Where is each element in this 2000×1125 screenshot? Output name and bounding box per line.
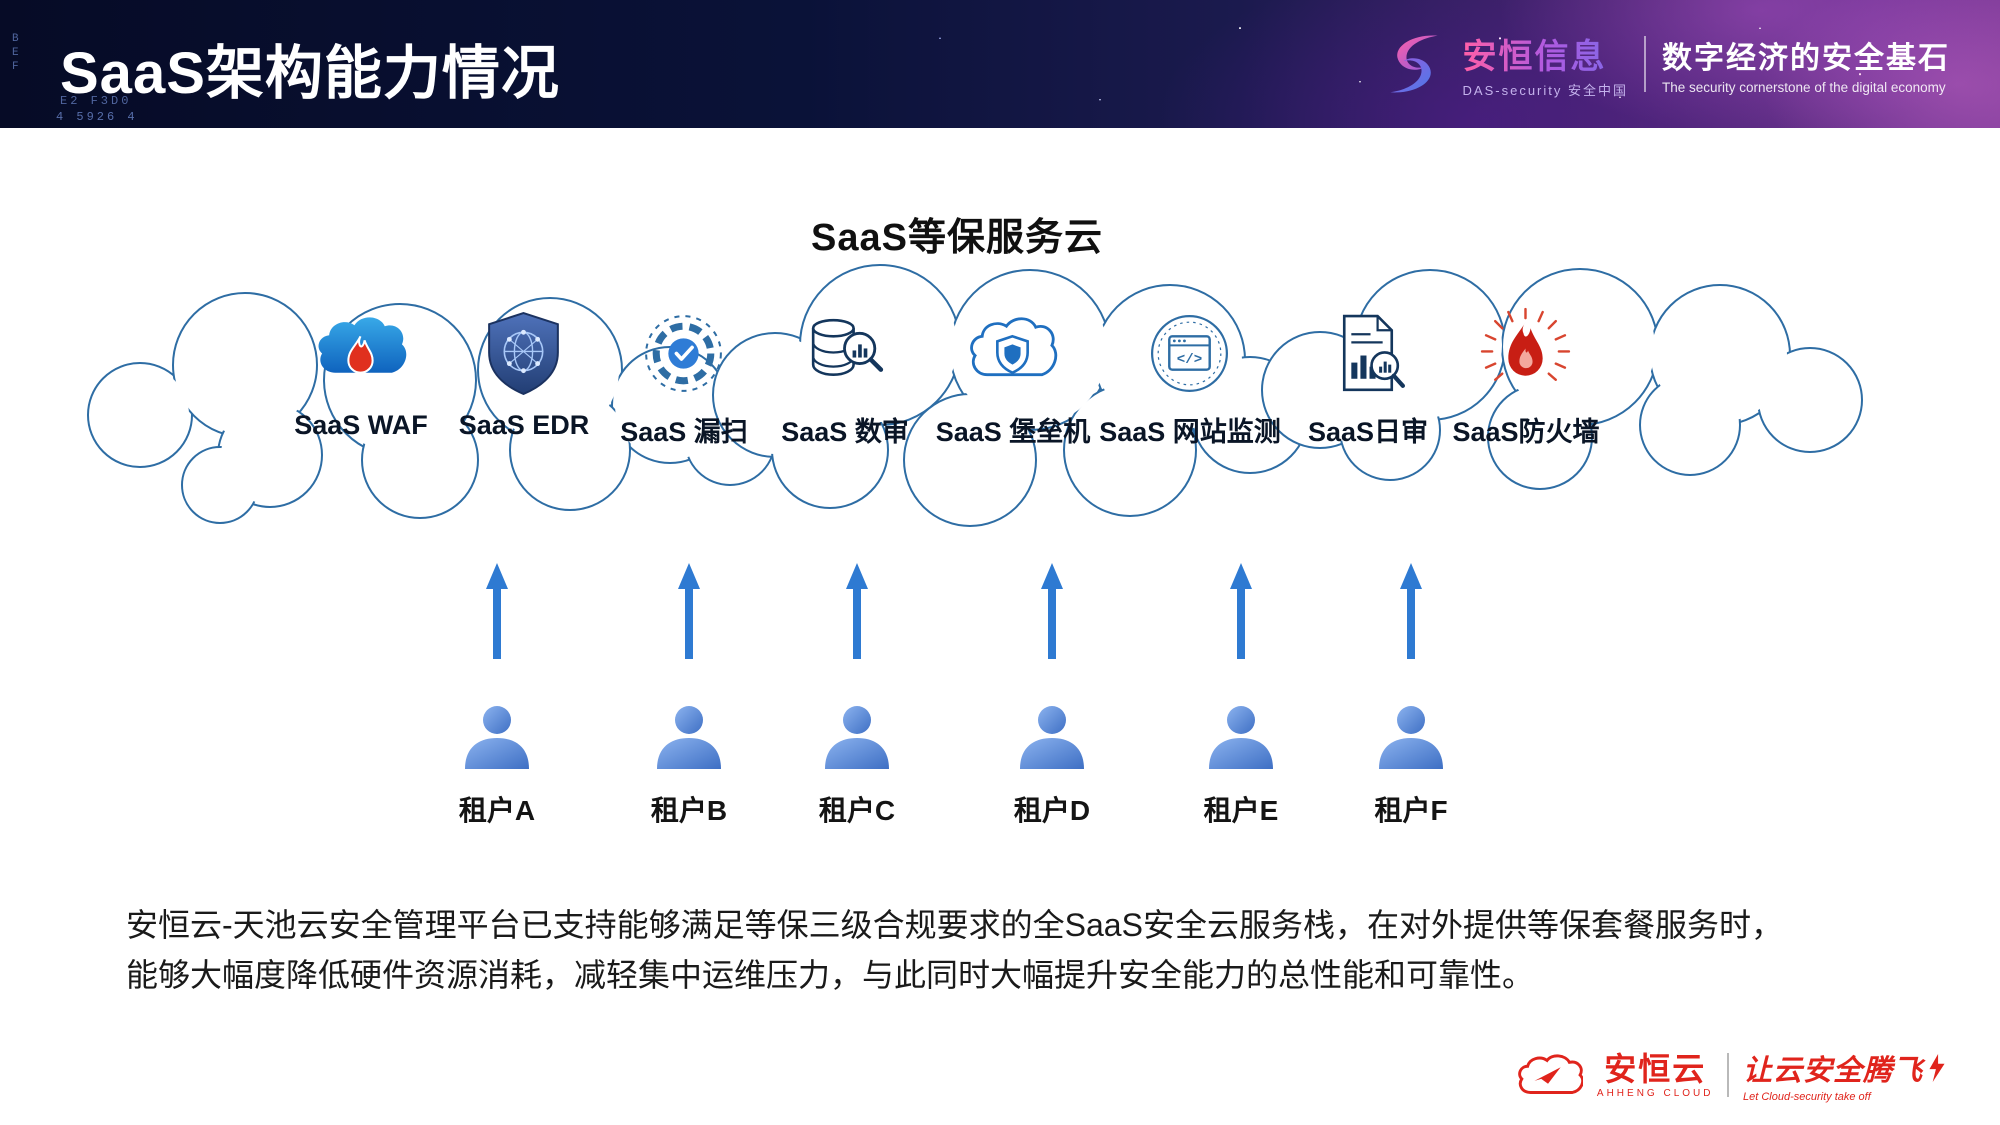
service-label: SaaS 数审 [781,417,909,447]
footer-brand-name: 安恒云 [1604,1050,1707,1087]
up-arrow-icon [1230,563,1252,659]
service-saas-fanghuoqiang: SaaS防火墙 [1426,306,1626,456]
footer-brand: 安恒云 AHHENG CLOUD 让云安全腾飞 Let Cloud-securi… [1515,1047,1945,1103]
brand-name: 安恒信息 [1463,29,1628,78]
footer-brand-sub: AHHENG CLOUD [1596,1087,1714,1099]
service-label: SaaS 漏扫 [620,417,748,447]
tenant-b-column: 租户B [619,563,759,829]
page-title: SaaS架构能力情况 [60,41,560,106]
company-logo: 安恒信息 DAS-security 安全中国 数字经济的安全基石 The sec… [1381,18,1950,110]
das-security-swoosh-icon [1389,35,1438,93]
service-saas-wangzhanjiance: </> SaaS 网站监测 [1090,306,1290,456]
brand-text-block: 安恒信息 DAS-security 安全中国 [1463,29,1628,99]
tenant-f-column: 租户F [1341,563,1481,829]
up-arrow-icon [846,563,868,659]
up-arrow-icon [1041,563,1063,659]
tenant-person-icon [657,706,721,769]
cloud-flame-icon [318,317,407,374]
header-deco-column: B E F [12,33,19,73]
description-line-2: 能够大幅度降低硬件资源消耗，减轻集中运维压力，与此同时大幅提升安全能力的总性能和… [126,957,1535,993]
tenant-c-column: 租户C [787,563,927,829]
service-label: SaaS EDR [458,410,590,440]
tenant-label: 租户E [1203,795,1279,826]
tenant-person-icon [1379,706,1443,769]
tenant-label: 租户C [818,795,896,826]
tagline-en: The security cornerstone of the digital … [1662,80,1946,95]
header-deco-line1: E2 F3D0 [60,94,132,108]
up-arrow-icon [486,563,508,659]
tagline-cn: 数字经济的安全基石 [1662,42,1950,75]
tenant-label: 租户F [1374,795,1448,826]
service-saas-edr: SaaS EDR [424,306,624,456]
service-saas-rishen: SaaS日审 [1268,306,1468,456]
database-magnifier-icon [811,318,884,377]
diagram-title: SaaS等保服务云 [811,217,1103,259]
service-label: SaaS防火墙 [1452,417,1600,447]
tenant-label: 租户B [650,795,728,826]
footer-brand-text: 安恒云 AHHENG CLOUD [1597,1052,1714,1099]
up-arrow-icon [678,563,700,659]
service-saas-waf: SaaS WAF [261,306,461,456]
tenant-person-icon [1020,706,1084,769]
service-label: SaaS 网站监测 [1099,417,1281,447]
document-audit-icon [1342,314,1405,392]
header-banner: B E F SaaS架构能力情况 E2 F3D0 4 5926 4 安恒信息 [0,0,2000,128]
header-deco-line2: 4 5926 4 [56,110,138,124]
brand-subtitle: DAS-security 安全中国 [1462,83,1628,98]
description-paragraph: 安恒云-天池云安全管理平台已支持能够满足等保三级合规要求的全SaaS安全云服务栈… [126,900,1906,1000]
tenant-person-icon [825,706,889,769]
tenant-a-column: 租户A [427,563,567,829]
shield-network-icon [488,312,559,396]
service-saas-baoleiji: SaaS 堡垒机 [913,306,1113,456]
service-saas-shushen: SaaS 数审 [745,306,945,456]
cloud-outline-graphic [87,264,1863,527]
tagline-block: 数字经济的安全基石 The security cornerstone of th… [1662,33,1950,95]
footer-divider [1727,1053,1729,1097]
ahheng-cloud-icon [1518,1054,1583,1094]
lightning-bolt-icon [1929,1054,1945,1082]
tenant-label: 租户A [458,795,536,826]
radar-check-icon [645,315,722,392]
service-label: SaaS日审 [1307,417,1429,447]
description-line-1: 安恒云-天池云安全管理平台已支持能够满足等保三级合规要求的全SaaS安全云服务栈… [126,907,1783,943]
tenant-label: 租户D [1013,795,1091,826]
footer-slogan-en: Let Cloud-security take off [1742,1091,1871,1103]
service-label: SaaS 堡垒机 [935,417,1091,447]
tenant-person-icon [465,706,529,769]
firewall-flame-icon [1480,307,1571,381]
tenant-e-column: 租户E [1171,563,1311,829]
cloud-shield-icon [970,317,1058,377]
service-saas-loushao: SaaS 漏扫 [584,306,784,456]
footer-slogan: 让云安全腾飞 [1742,1055,1923,1087]
tenant-d-column: 租户D [982,563,1122,829]
logo-divider [1644,36,1646,92]
service-label: SaaS WAF [294,410,428,440]
browser-monitor-icon: </> [1150,314,1228,392]
tenant-person-icon [1209,706,1273,769]
svg-text:</>: </> [1177,352,1202,368]
up-arrow-icon [1400,563,1422,659]
footer-slogan-block: 让云安全腾飞 Let Cloud-security take off [1743,1047,1945,1103]
